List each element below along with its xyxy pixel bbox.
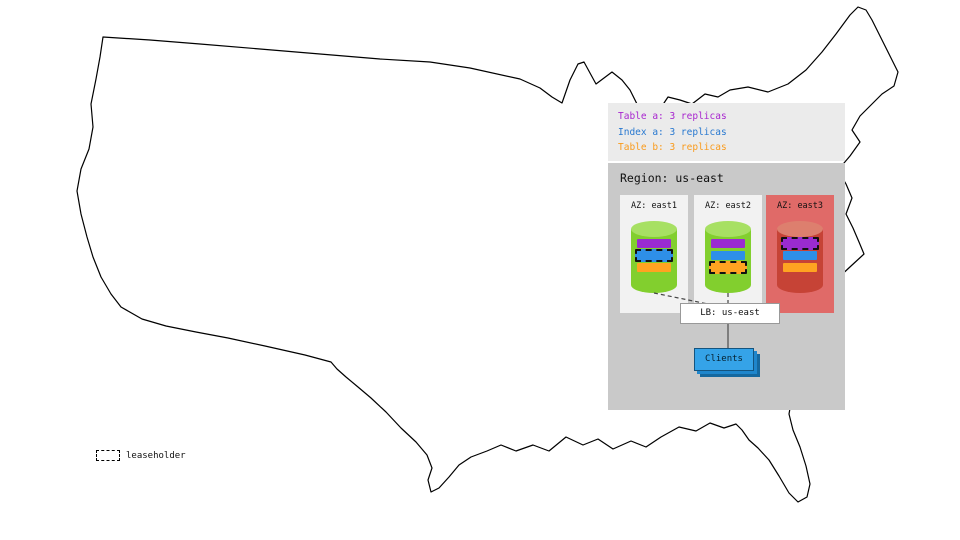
replica-table-b — [783, 263, 817, 272]
topology-diagram: Table a: 3 replicas Index a: 3 replicas … — [608, 103, 845, 410]
region-title: Region: us-east — [620, 171, 724, 185]
replica-index-a — [711, 251, 745, 260]
db-cylinder-east2 — [705, 221, 751, 293]
az-east2-label: AZ: east2 — [704, 201, 752, 211]
clients-box: Clients — [694, 348, 754, 371]
cylinder-top — [705, 221, 751, 237]
replica-table-a — [637, 239, 671, 248]
az-east1-label: AZ: east1 — [630, 201, 678, 211]
cylinder-bottom — [631, 277, 677, 293]
replica-index-a — [783, 251, 817, 260]
legend-table-a: Table a: 3 replicas — [618, 111, 727, 122]
cylinder-top — [777, 221, 823, 237]
load-balancer-box: LB: us-east — [680, 303, 780, 324]
replica-table-b — [637, 263, 671, 272]
clients-stack: Clients — [694, 348, 762, 378]
cylinder-bottom — [777, 277, 823, 293]
replica-table-a — [711, 239, 745, 248]
legend-table-b: Table b: 3 replicas — [618, 142, 727, 153]
legend-index-a: Index a: 3 replicas — [618, 126, 727, 138]
leaseholder-swatch — [96, 450, 120, 461]
replica-index-a — [635, 249, 673, 262]
leaseholder-label: leaseholder — [126, 450, 186, 461]
region-box: Region: us-east AZ: east1 AZ: east2 — [608, 163, 845, 410]
db-cylinder-east3 — [777, 221, 823, 293]
replica-legend: Table a: 3 replicas Index a: 3 replicas … — [608, 103, 845, 161]
replica-table-b — [709, 261, 747, 274]
az-east3: AZ: east3 — [766, 195, 834, 313]
az-east2: AZ: east2 — [694, 195, 762, 313]
cylinder-bottom — [705, 277, 751, 293]
leaseholder-legend: leaseholder — [96, 450, 186, 461]
replica-table-a — [781, 237, 819, 250]
az-east1: AZ: east1 — [620, 195, 688, 313]
db-cylinder-east1 — [631, 221, 677, 293]
cylinder-top — [631, 221, 677, 237]
az-east3-label: AZ: east3 — [776, 201, 824, 211]
